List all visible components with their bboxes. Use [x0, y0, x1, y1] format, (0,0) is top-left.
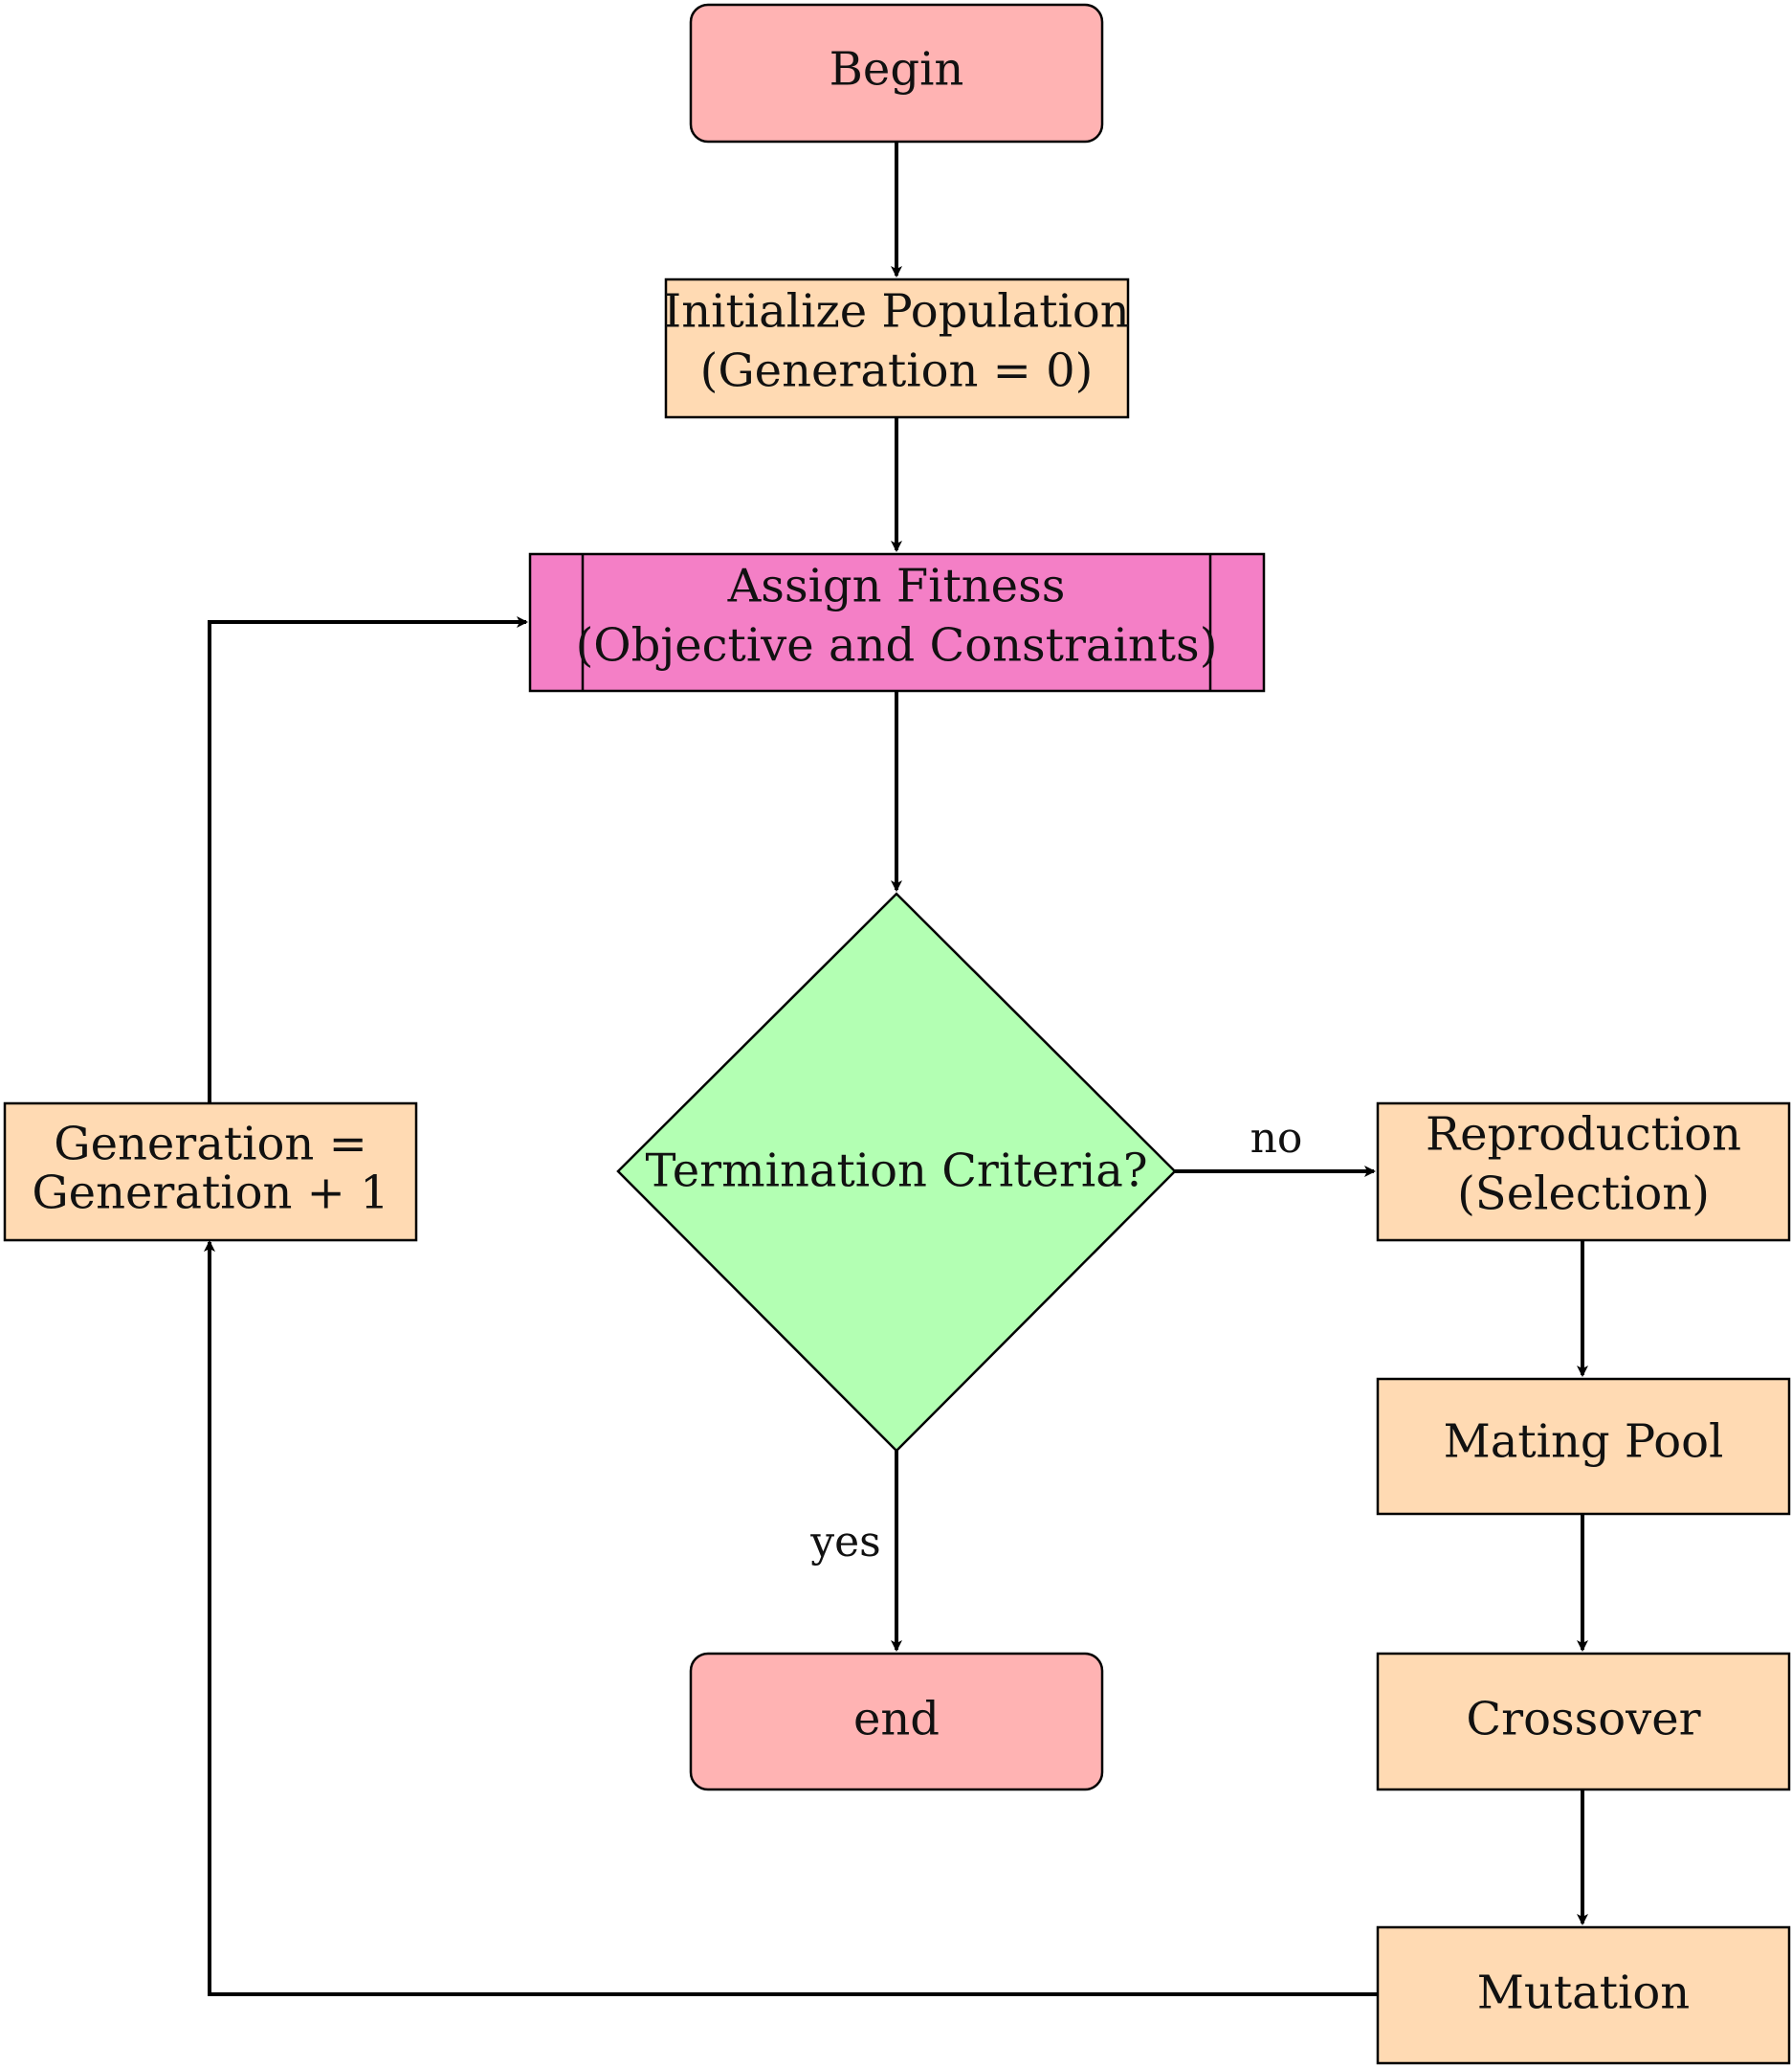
reproduction-node: Reproduction (Selection) — [1376, 1101, 1791, 1242]
edge-label-no: no — [1250, 1114, 1303, 1163]
crossover-shape — [1376, 1652, 1791, 1791]
assign-fitness-label-line1: Assign Fitness — [727, 560, 1066, 613]
termination-criteria-node: Termination Criteria? — [616, 892, 1177, 1453]
generation-increment-label-line1: Generation = — [54, 1118, 367, 1171]
generation-increment-shape — [3, 1101, 418, 1242]
edges — [204, 142, 1588, 1996]
crossover-node: Crossover — [1376, 1652, 1791, 1791]
crossover-label: Crossover — [1466, 1693, 1700, 1746]
end-shape — [689, 1652, 1104, 1791]
assign-fitness-label-line2: (Objective and Constraints) — [576, 619, 1218, 673]
generation-increment-node: Generation = Generation + 1 — [3, 1101, 418, 1242]
initialize-population-label-line2: (Generation = 0) — [700, 344, 1094, 398]
mutation-node: Mutation — [1376, 1925, 1791, 2065]
edge-generation-to-fitness — [208, 616, 528, 1102]
mating-pool-label: Mating Pool — [1444, 1415, 1724, 1469]
mutation-shape — [1376, 1925, 1791, 2065]
reproduction-label-line1: Reproduction — [1426, 1108, 1741, 1162]
begin-shape — [689, 3, 1104, 144]
reproduction-label-line2: (Selection) — [1457, 1167, 1710, 1221]
termination-criteria-label: Termination Criteria? — [645, 1145, 1147, 1198]
edge-mutation-to-generation — [204, 1240, 1378, 1996]
initialize-population-label-line1: Initialize Population — [663, 285, 1129, 339]
begin-node: Begin — [689, 3, 1104, 144]
end-node: end — [689, 1652, 1104, 1791]
assign-fitness-shape — [528, 552, 1266, 693]
mating-pool-node: Mating Pool — [1376, 1377, 1791, 1516]
initialize-population-node: Initialize Population (Generation = 0) — [663, 278, 1130, 419]
edge-label-yes: yes — [809, 1518, 880, 1567]
mating-pool-shape — [1376, 1377, 1791, 1516]
begin-label: Begin — [830, 43, 964, 97]
assign-fitness-node: Assign Fitness (Objective and Constraint… — [528, 552, 1266, 693]
end-label: end — [853, 1693, 940, 1746]
initialize-population-shape — [664, 278, 1130, 419]
generation-increment-label-line2: Generation + 1 — [32, 1167, 388, 1220]
termination-criteria-shape — [616, 892, 1177, 1453]
mutation-label: Mutation — [1477, 1967, 1690, 2020]
reproduction-shape — [1376, 1101, 1791, 1242]
